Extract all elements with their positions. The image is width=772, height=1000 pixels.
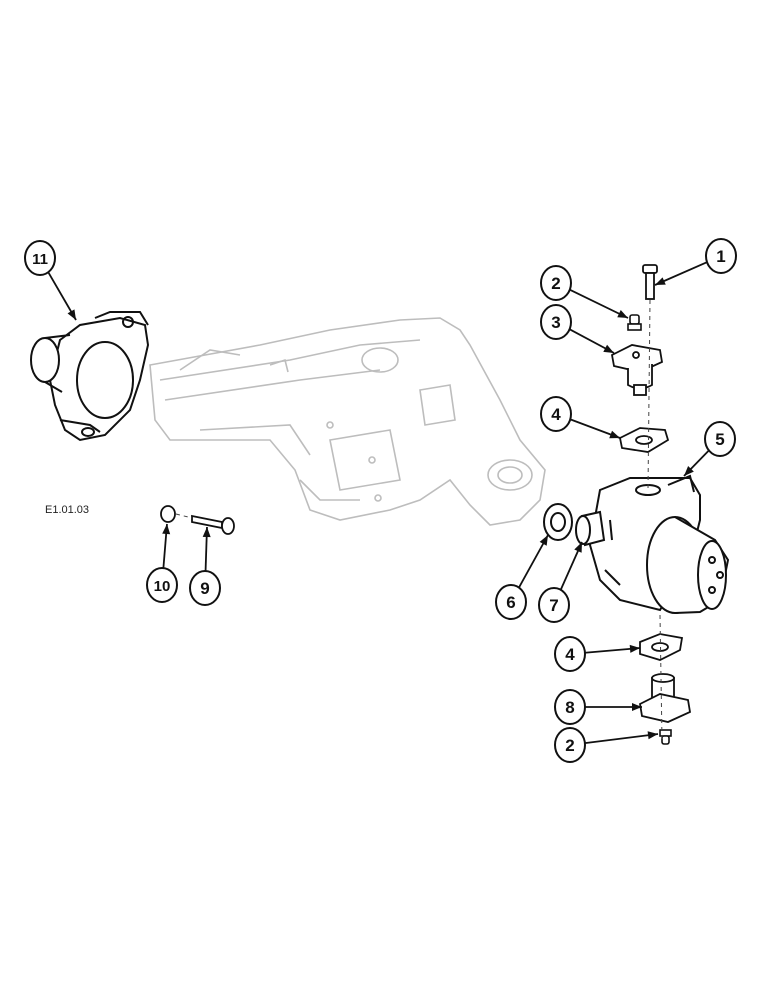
callout-circle-7: [538, 587, 570, 623]
upper-king-pin: [610, 344, 664, 396]
leader-line-2: [569, 288, 629, 319]
callout-circle-3: [540, 304, 572, 340]
callout-label-4: 4: [565, 645, 575, 664]
arrowhead-7: [574, 542, 582, 553]
lower-king-pin: [639, 673, 692, 723]
steering-knuckle: [588, 474, 730, 614]
callout-label-2: 2: [551, 274, 560, 293]
callout-label-9: 9: [200, 579, 209, 598]
callout-circle-11: [24, 240, 56, 276]
callout-circle-10: [146, 567, 178, 603]
callout-circle-2: [540, 265, 572, 301]
callout-circle-1: [705, 238, 737, 274]
arrowhead-4: [629, 644, 640, 653]
grease-nipple-lower: [659, 729, 672, 745]
bolt-top: [642, 264, 658, 300]
callout-circle-6: [495, 584, 527, 620]
callout-circle-4: [540, 396, 572, 432]
callout-label-2: 2: [565, 736, 574, 755]
leader-arrows: [46, 261, 711, 745]
callout-label-7: 7: [549, 596, 558, 615]
axle-beam: [149, 317, 546, 526]
callout-circle-9: [189, 570, 221, 606]
callout-label-10: 10: [154, 578, 171, 595]
leader-line-2: [584, 733, 659, 745]
callout-label-11: 11: [32, 251, 48, 268]
callout-label-8: 8: [565, 698, 574, 717]
callout-label-3: 3: [551, 313, 560, 332]
callout-label-1: 1: [716, 247, 725, 266]
leader-line-6: [517, 534, 549, 590]
arrowhead-9: [202, 527, 211, 538]
nut: [160, 505, 176, 523]
arrowhead-2: [647, 731, 658, 740]
arrowhead-10: [162, 524, 171, 535]
arrowhead-4: [609, 430, 620, 439]
axle-housing: [30, 311, 150, 442]
callout-group: 1 2 3 4 5 2 4 6 7 8 9 10 11: [24, 238, 737, 763]
callout-circle-2: [554, 727, 586, 763]
grease-nipple-upper: [627, 314, 642, 331]
bushing: [575, 510, 606, 547]
callout-circle-4: [554, 636, 586, 672]
arrowhead-8: [632, 703, 642, 711]
arrowhead-5: [684, 466, 694, 476]
arrowhead-3: [603, 344, 614, 353]
arrowhead-2: [617, 310, 628, 318]
shim-upper: [618, 427, 670, 453]
arrowhead-11: [67, 309, 76, 320]
callout-label-5: 5: [715, 430, 724, 449]
callout-label-4: 4: [551, 405, 561, 424]
figure-reference: E1.01.03: [45, 504, 89, 516]
arrowhead-6: [539, 535, 548, 546]
arrowhead-1: [655, 277, 666, 285]
callout-circle-8: [554, 689, 586, 725]
callout-circle-5: [704, 421, 736, 457]
callout-label-6: 6: [506, 593, 515, 612]
pivot-bolt: [191, 514, 235, 535]
seal: [543, 503, 573, 541]
alignment-axes: [175, 299, 663, 741]
